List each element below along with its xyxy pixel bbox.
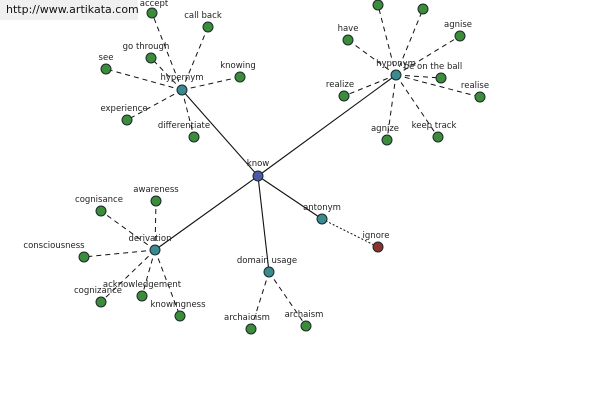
node-leaf-see-the-ball[interactable] bbox=[435, 72, 447, 84]
node-label-see[interactable]: see bbox=[99, 53, 114, 63]
node-leaf-realise[interactable] bbox=[474, 91, 486, 103]
edge-domain-usage-archaicism bbox=[250, 271, 270, 330]
node-label-have[interactable]: have bbox=[338, 24, 359, 34]
edge-derivation-consciousness bbox=[83, 249, 156, 258]
node-label-knowingness[interactable]: knowingness bbox=[150, 300, 206, 310]
edge-know-derivation bbox=[154, 175, 259, 251]
node-leaf-experience[interactable] bbox=[121, 114, 133, 126]
node-relation-hypernym[interactable] bbox=[176, 84, 188, 96]
edge-hyponym-realize bbox=[343, 74, 397, 97]
node-label-awareness[interactable]: awareness bbox=[133, 185, 179, 195]
edge-domain-usage-archaism bbox=[268, 271, 307, 327]
edge-hypernym-see bbox=[105, 68, 183, 91]
edge-know-hyponym bbox=[257, 74, 397, 177]
node-leaf-differentiate[interactable] bbox=[188, 131, 200, 143]
edge-hyponym-agnize bbox=[386, 74, 397, 141]
node-label-go-through[interactable]: go through bbox=[123, 42, 170, 52]
edge-derivation-cognisance bbox=[100, 210, 156, 251]
node-label-experience[interactable]: experience bbox=[100, 104, 147, 114]
node-label-ignore[interactable]: ignore bbox=[363, 231, 390, 241]
node-label-agnize[interactable]: agnize bbox=[371, 124, 399, 134]
node-leaf-consciousness[interactable] bbox=[78, 251, 90, 263]
node-label-agnise[interactable]: agnise bbox=[444, 20, 472, 30]
node-label-realise[interactable]: realise bbox=[461, 81, 489, 91]
edge-hyponym-hyp-top2 bbox=[395, 8, 424, 76]
node-leaf-agnize[interactable] bbox=[381, 134, 393, 146]
node-label-cognizance[interactable]: cognizance bbox=[74, 286, 122, 296]
node-label-hyponym[interactable]: hyponym bbox=[376, 59, 416, 69]
edge-know-domain-usage bbox=[257, 175, 270, 273]
edge-hypernym-differentiate bbox=[181, 89, 195, 138]
edge-hypernym-accept bbox=[151, 12, 183, 91]
edge-hypernym-experience bbox=[126, 89, 183, 121]
node-label-cognisance[interactable]: cognisance bbox=[75, 195, 123, 205]
node-label-accept[interactable]: accept bbox=[140, 0, 169, 9]
node-label-know[interactable]: know bbox=[247, 159, 270, 169]
node-leaf-knowing[interactable] bbox=[234, 71, 246, 83]
node-center-know[interactable] bbox=[252, 170, 264, 182]
node-label-see-the-ball[interactable]: be on the ball bbox=[404, 62, 463, 72]
edge-derivation-cognizance bbox=[100, 249, 156, 303]
node-leaf-ignore[interactable] bbox=[372, 241, 384, 253]
edge-hyponym-see-the-ball bbox=[395, 74, 442, 79]
node-label-antonym[interactable]: antonym bbox=[303, 203, 341, 213]
edge-hypernym-go-through bbox=[150, 57, 183, 91]
node-label-domain-usage[interactable]: domain usage bbox=[237, 256, 297, 266]
node-relation-domain-usage[interactable] bbox=[263, 266, 275, 278]
node-leaf-have[interactable] bbox=[342, 34, 354, 46]
node-leaf-see[interactable] bbox=[100, 63, 112, 75]
edge-hyponym-keep-track bbox=[395, 74, 439, 138]
node-relation-derivation[interactable] bbox=[149, 244, 161, 256]
node-leaf-hyp-top2[interactable] bbox=[417, 3, 429, 15]
node-label-keep-track[interactable]: keep track bbox=[412, 121, 457, 131]
edge-hyponym-agnise bbox=[395, 35, 461, 76]
edge-derivation-acknowledgement bbox=[141, 249, 156, 297]
edge-hypernym-call-back bbox=[181, 26, 209, 91]
graph-edges bbox=[83, 4, 481, 330]
site-url-banner[interactable]: http://www.artikata.com bbox=[0, 0, 139, 20]
node-leaf-agnise[interactable] bbox=[454, 30, 466, 42]
edge-hyponym-hyp-top1 bbox=[377, 4, 397, 76]
node-leaf-archaicism[interactable] bbox=[245, 323, 257, 335]
node-relation-hyponym[interactable] bbox=[390, 69, 402, 81]
edge-antonym-ignore bbox=[321, 218, 379, 248]
node-label-realize[interactable]: realize bbox=[326, 80, 354, 90]
node-leaf-realize[interactable] bbox=[338, 90, 350, 102]
edge-know-antonym bbox=[257, 175, 323, 220]
node-leaf-keep-track[interactable] bbox=[432, 131, 444, 143]
node-leaf-hyp-top1[interactable] bbox=[372, 0, 384, 11]
node-leaf-cognizance[interactable] bbox=[95, 296, 107, 308]
node-label-acknowledgement[interactable]: acknowledgement bbox=[103, 280, 182, 290]
edge-hyponym-realise bbox=[395, 74, 481, 98]
node-leaf-cognisance[interactable] bbox=[95, 205, 107, 217]
node-label-derivation[interactable]: derivation bbox=[128, 234, 171, 244]
node-leaf-accept[interactable] bbox=[146, 7, 158, 19]
graph-labels: know hypernym hyponym derivation domain usag… bbox=[23, 0, 489, 323]
node-label-differentiate[interactable]: differentiate bbox=[158, 121, 210, 131]
edge-hyponym-have bbox=[347, 39, 397, 76]
node-label-consciousness[interactable]: consciousness bbox=[23, 241, 85, 251]
node-leaf-awareness[interactable] bbox=[150, 195, 162, 207]
node-relation-antonym[interactable] bbox=[316, 213, 328, 225]
graph-nodes bbox=[78, 0, 486, 335]
node-label-knowing[interactable]: knowing bbox=[220, 61, 256, 71]
node-label-archaicism[interactable]: archaicism bbox=[224, 313, 270, 323]
node-label-hypernym[interactable]: hypernym bbox=[160, 73, 203, 83]
edge-hypernym-knowing bbox=[181, 76, 241, 91]
node-leaf-acknowledgement[interactable] bbox=[136, 290, 148, 302]
edge-derivation-knowingness bbox=[154, 249, 181, 317]
edge-know-hypernym bbox=[181, 89, 259, 177]
edge-derivation-awareness bbox=[154, 200, 157, 251]
node-leaf-call-back[interactable] bbox=[202, 21, 214, 33]
node-leaf-go-through[interactable] bbox=[145, 52, 157, 64]
node-label-archaism[interactable]: archaism bbox=[285, 310, 324, 320]
node-label-call-back[interactable]: call back bbox=[184, 11, 222, 21]
node-leaf-archaism[interactable] bbox=[300, 320, 312, 332]
node-leaf-knowingness[interactable] bbox=[174, 310, 186, 322]
